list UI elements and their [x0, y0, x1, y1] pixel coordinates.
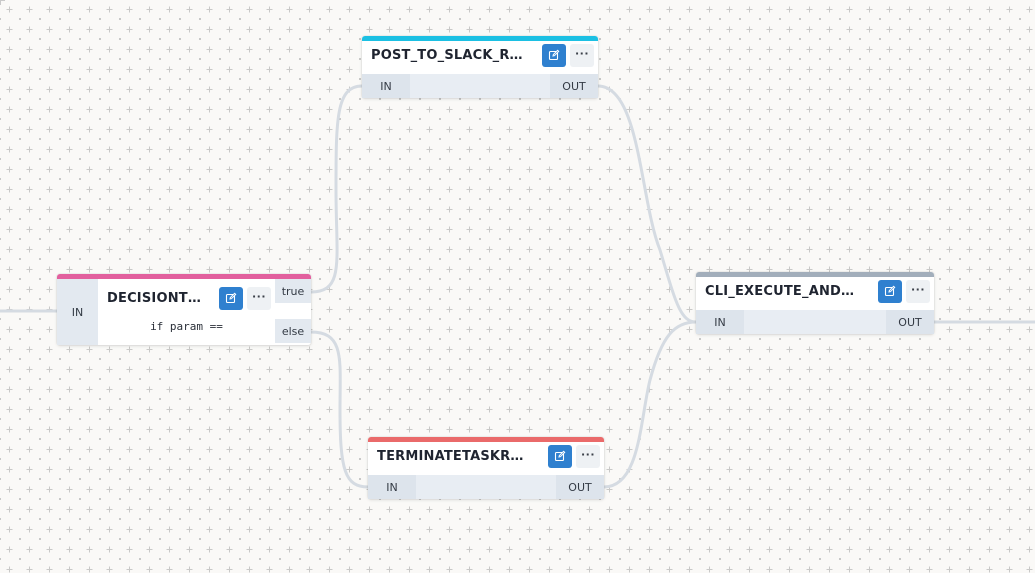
cli-execute-more-button[interactable]: ··· — [906, 279, 930, 303]
edit-icon — [548, 49, 560, 61]
cli-execute-ports: IN OUT — [696, 310, 934, 334]
decision-more-button[interactable]: ··· — [247, 286, 271, 310]
post-to-slack-ports: IN OUT — [362, 74, 598, 98]
post-to-slack-more-button[interactable]: ··· — [570, 43, 594, 67]
terminate-task-header: TERMINATETASKR… ··· — [368, 442, 604, 470]
decision-true-port[interactable]: true — [275, 279, 311, 303]
terminate-task-node[interactable]: TERMINATETASKR… ··· IN OUT — [368, 437, 604, 499]
cli-execute-in-port[interactable]: IN — [696, 310, 744, 334]
cli-execute-node[interactable]: CLI_EXECUTE_AND… ··· IN OUT — [696, 272, 934, 334]
decision-edit-button[interactable] — [219, 286, 243, 310]
post-to-slack-out-port[interactable]: OUT — [550, 74, 598, 98]
edit-icon — [884, 285, 896, 297]
decision-node-accent-bar — [57, 274, 311, 279]
post-to-slack-accent-bar — [362, 36, 598, 41]
terminate-task-in-port[interactable]: IN — [368, 475, 416, 499]
decision-header: DECISIONT… ··· — [98, 284, 275, 312]
edge-terminate-to-cli — [603, 320, 697, 489]
decision-node[interactable]: IN DECISIONT… ··· if param == true else — [57, 274, 311, 345]
terminate-task-more-button[interactable]: ··· — [576, 444, 600, 468]
edit-icon — [225, 292, 237, 304]
post-to-slack-header: POST_TO_SLACK_R… ··· — [362, 41, 598, 69]
cli-execute-accent-bar — [696, 272, 934, 277]
terminate-task-ports: IN OUT — [368, 475, 604, 499]
more-icon: ··· — [580, 447, 596, 461]
decision-outputs: true else — [275, 279, 311, 343]
decision-body: DECISIONT… ··· if param == — [98, 279, 275, 345]
terminate-task-accent-bar — [368, 437, 604, 442]
cli-execute-title: CLI_EXECUTE_AND… — [705, 283, 855, 299]
terminate-task-edit-button[interactable] — [548, 444, 572, 468]
edit-icon — [554, 450, 566, 462]
terminate-task-out-port[interactable]: OUT — [556, 475, 604, 499]
more-icon: ··· — [251, 289, 267, 303]
post-to-slack-node[interactable]: POST_TO_SLACK_R… ··· IN OUT — [362, 36, 598, 98]
decision-else-port[interactable]: else — [275, 319, 311, 343]
edge-decision-true-to-post-slack — [310, 84, 363, 294]
more-icon: ··· — [910, 282, 926, 296]
decision-in-port[interactable]: IN — [57, 279, 98, 345]
cli-execute-edit-button[interactable] — [878, 279, 902, 303]
edge-post-slack-to-cli — [597, 84, 697, 324]
post-to-slack-edit-button[interactable] — [542, 43, 566, 67]
post-to-slack-in-port[interactable]: IN — [362, 74, 410, 98]
decision-title: DECISIONT… — [107, 290, 202, 306]
more-icon: ··· — [574, 46, 590, 60]
cli-execute-out-port[interactable]: OUT — [886, 310, 934, 334]
edge-decision-else-to-terminate — [310, 330, 369, 489]
post-to-slack-title: POST_TO_SLACK_R… — [371, 47, 523, 63]
cli-execute-header: CLI_EXECUTE_AND… ··· — [696, 277, 934, 305]
decision-expression: if param == — [150, 320, 223, 333]
terminate-task-title: TERMINATETASKR… — [377, 448, 524, 464]
